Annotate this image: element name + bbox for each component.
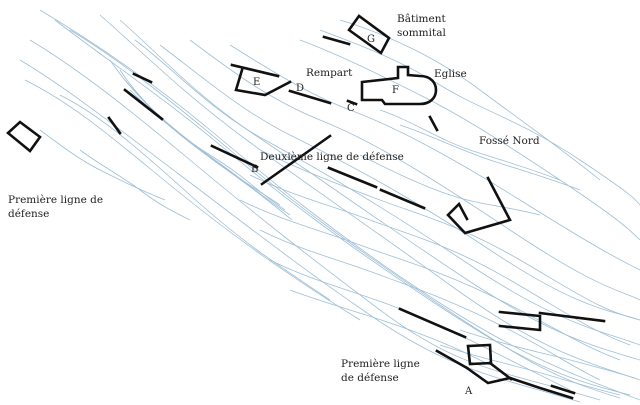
contour-line [269, 259, 571, 391]
contour-line [399, 124, 581, 191]
letter-c: C [347, 103, 355, 114]
contour-line [99, 14, 640, 381]
label-batiment-sommital: Bâtiment sommital [397, 12, 457, 40]
contour-line [134, 39, 640, 346]
contour-line [119, 69, 286, 211]
contour-line [359, 154, 541, 216]
letter-f: F [392, 85, 399, 96]
contour-line [299, 39, 640, 241]
contour-line [459, 329, 636, 379]
contour-line [24, 79, 361, 321]
premiere-ligne-right-line1: Première ligne [341, 358, 420, 370]
wall-a-left [435, 349, 469, 370]
wall-lower-right [538, 311, 606, 323]
label-eglise: Eglise [434, 68, 467, 80]
contour-line [189, 39, 640, 301]
rempart-d [288, 89, 332, 105]
batiment-sommital-outline [347, 14, 391, 55]
letter-e: E [253, 77, 261, 88]
wall-lower-mid [398, 307, 467, 339]
contour-line [124, 79, 291, 216]
wall-top-left [132, 72, 153, 84]
letter-d: D [296, 83, 305, 94]
deuxieme-ligne-wall [210, 144, 259, 169]
contour-line [379, 109, 561, 181]
contour-line [19, 59, 581, 403]
label-deuxieme-ligne: Deuxième ligne de défense [260, 151, 404, 163]
wall-bottom-right [550, 384, 576, 395]
premiere-ligne-left-line2: défense [8, 208, 50, 220]
wall-c [346, 99, 358, 106]
wall-diagonal-upper [123, 88, 164, 121]
contour-line [79, 149, 191, 221]
contour-line [39, 9, 640, 401]
letter-a: A [465, 386, 473, 397]
contour-line [259, 149, 640, 321]
wall-center [327, 166, 378, 189]
contour-line [39, 129, 166, 201]
label-premiere-ligne-right: Première ligne de défense [341, 357, 420, 385]
contour-line [249, 174, 631, 346]
label-rempart: Rempart [306, 67, 353, 79]
contour-line [289, 289, 491, 366]
wall-center-2 [379, 188, 426, 210]
rempart-wall [230, 63, 280, 78]
letter-g: G [367, 34, 375, 45]
premiere-ligne-left-line1: Première ligne de [8, 194, 104, 206]
contour-line [239, 199, 621, 361]
contour-line [54, 19, 631, 396]
wall-a-right [488, 361, 513, 381]
contour-line [59, 94, 331, 301]
label-fosse-nord: Fossé Nord [479, 135, 540, 147]
enclosure-right [446, 176, 512, 235]
structure-e [234, 68, 292, 97]
wall-left-short [107, 116, 122, 135]
wall-lines [6, 14, 606, 400]
enclosure-lower-right [498, 310, 542, 332]
contour-line [319, 29, 640, 206]
contour-line [29, 39, 601, 401]
premiere-ligne-right-line2: de défense [341, 372, 399, 384]
contour-line [259, 229, 601, 381]
wall-fosse-nord [428, 115, 439, 132]
contour-line [69, 29, 621, 399]
label-premiere-ligne-left: Première ligne de défense [8, 193, 103, 221]
batiment-wall [322, 35, 351, 46]
contour-line [229, 44, 640, 271]
letter-b: B [251, 164, 259, 175]
eglise-outline [360, 65, 438, 106]
contour-lines [19, 9, 640, 403]
wall-b [260, 134, 332, 186]
batiment-text: Bâtiment sommital [397, 13, 446, 39]
contour-line [439, 344, 621, 396]
square-left [6, 120, 42, 153]
contour-line [159, 44, 640, 321]
